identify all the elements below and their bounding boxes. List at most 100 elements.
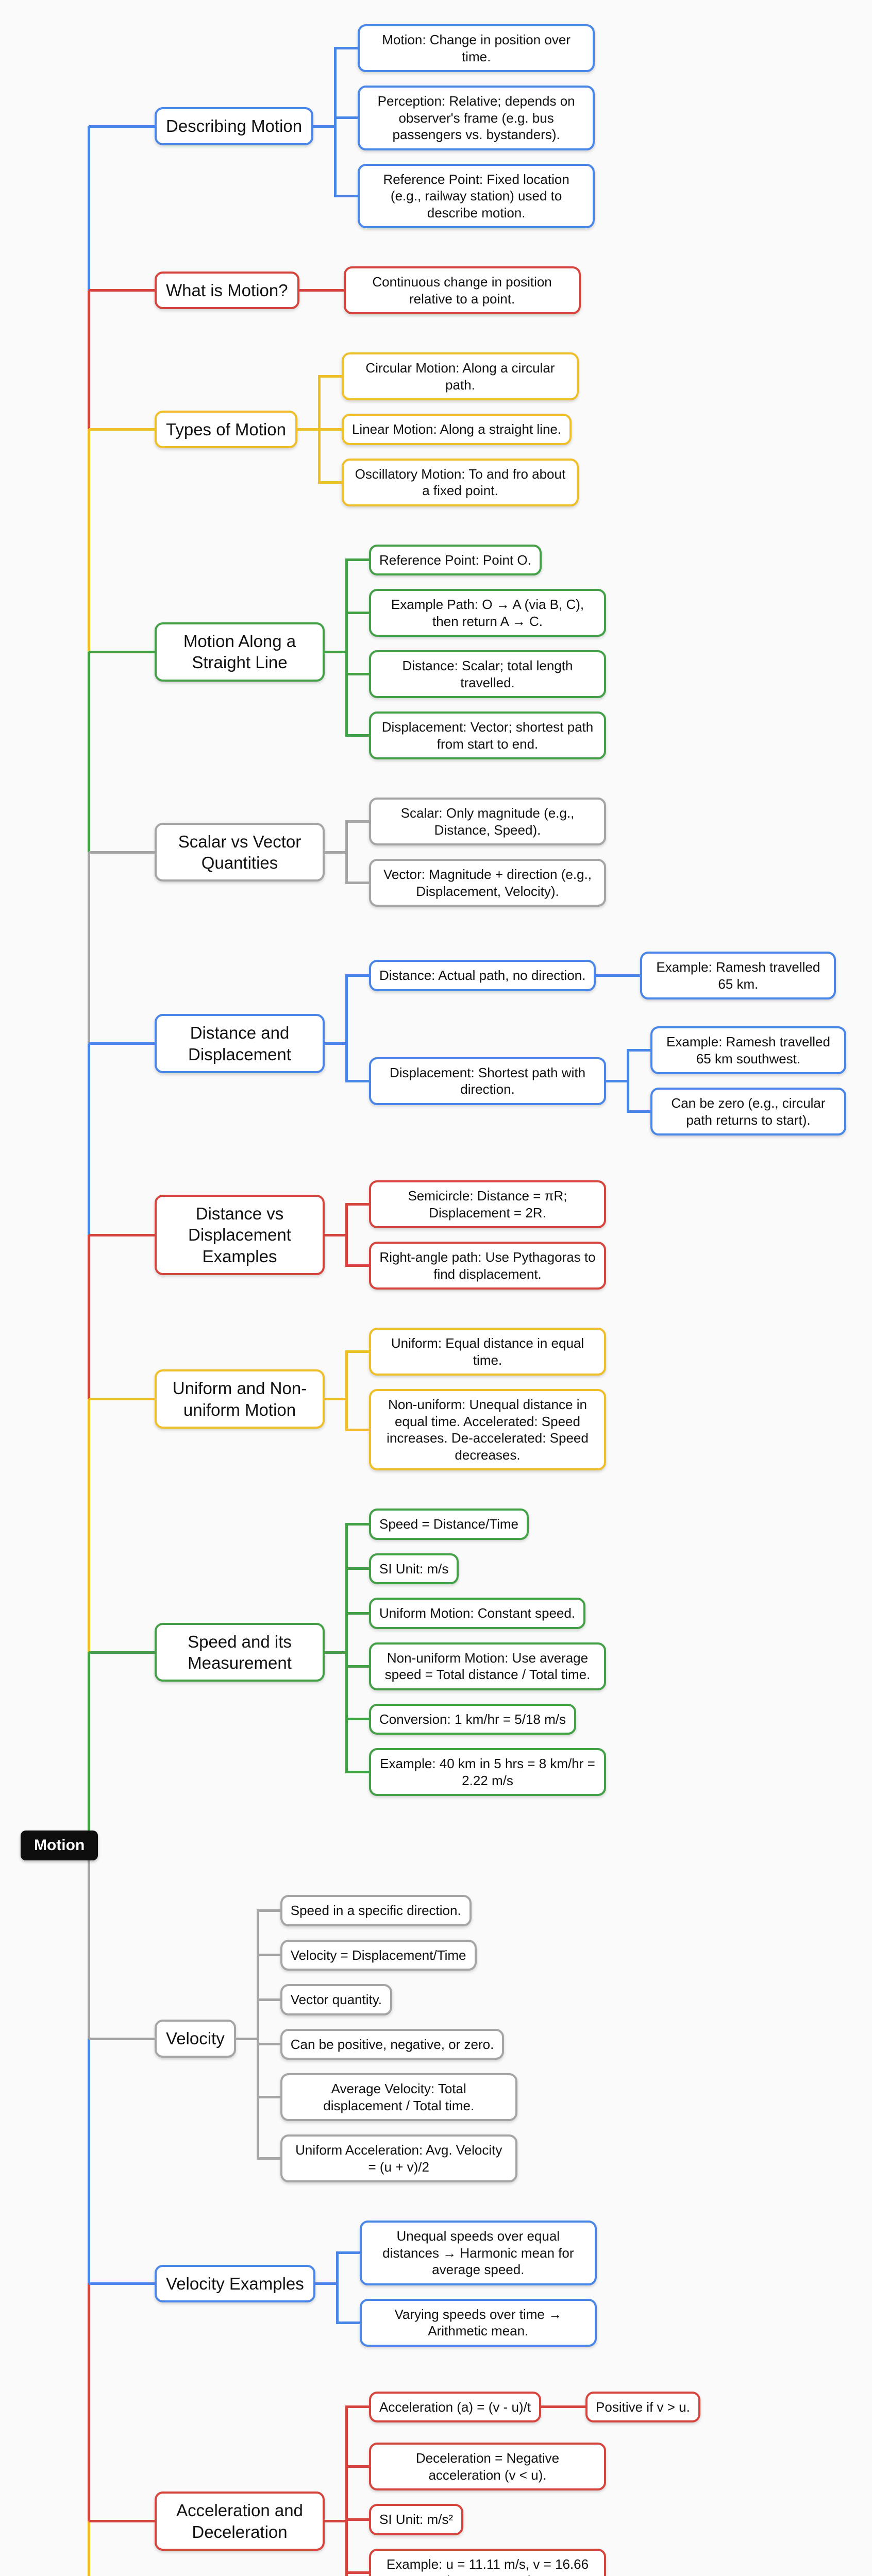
child-node: Displacement: Shortest path with directi… (369, 1057, 606, 1105)
trunk-segment (88, 778, 90, 852)
branch-label-speed-and-measurement: Speed and its Measurement (155, 1622, 325, 1682)
branch-label-velocity-examples: Velocity Examples (155, 2264, 315, 2302)
child-node: Semicircle: Distance = πR; Displacement … (369, 1180, 606, 1228)
trunk-segment (88, 852, 90, 926)
root-node-motion: Motion (21, 1831, 98, 1860)
child-row: Oscillatory Motion: To and fro about a f… (317, 451, 579, 513)
child-row: Perception: Relative; depends on observe… (334, 79, 595, 157)
child-row: Uniform: Equal distance in equal time. (345, 1321, 606, 1382)
child-node: Speed = Distance/Time (369, 1509, 529, 1540)
trunk-segment (88, 2365, 90, 2521)
child-row: SI Unit: m/s² (345, 2497, 700, 2542)
branch-label-velocity: Velocity (155, 2020, 236, 2058)
trunk-segment (88, 926, 90, 1044)
trunk-segment (88, 2039, 90, 2201)
trunk-segment (88, 2521, 90, 2576)
child-row: Non-uniform: Unequal distance in equal t… (345, 1382, 606, 1477)
trunk-segment (88, 2201, 90, 2284)
child-row: Can be positive, negative, or zero. (256, 2022, 517, 2067)
child-node: Acceleration (a) = (v - u)/t (369, 2391, 542, 2422)
connector (325, 1233, 345, 1236)
grandchild-row: Example: Ramesh travelled 65 km southwes… (627, 1020, 846, 1081)
grandchild-row: Example: Ramesh travelled 65 km. (616, 945, 836, 1006)
connector (236, 2037, 257, 2040)
child-row: Example: u = 11.11 m/s, v = 16.66 m/s, a… (345, 2541, 700, 2576)
child-node: Velocity = Displacement/Time (280, 1939, 477, 1971)
child-node: Example: 40 km in 5 hrs = 8 km/hr = 2.22… (369, 1748, 606, 1796)
child-node: Vector: Magnitude + direction (e.g., Dis… (369, 859, 606, 907)
branch-label-motion-along-straight-line: Motion Along a Straight Line (155, 622, 325, 682)
child-row: Average Velocity: Total displacement / T… (256, 2066, 517, 2128)
grandchild-row: Positive if v > u. (562, 2385, 700, 2430)
child-row: Varying speeds over time → Arithmetic me… (336, 2292, 597, 2353)
branch-distance-vs-displacement-examples: Distance vs Displacement Examples Semici… (0, 1161, 872, 1309)
child-node: Can be positive, negative, or zero. (280, 2028, 505, 2060)
child-row: Right-angle path: Use Pythagoras to find… (345, 1235, 606, 1296)
child-row: Reference Point: Fixed location (e.g., r… (334, 157, 595, 235)
trunk-segment (88, 126, 90, 247)
grandchild-node: Example: Ramesh travelled 65 km southwes… (650, 1026, 846, 1074)
child-row: Speed in a specific direction. (256, 1888, 517, 1933)
child-node: Displacement: Vector; shortest path from… (369, 711, 606, 759)
branch-label-scalar-vs-vector: Scalar vs Vector Quantities (155, 822, 325, 882)
child-row: Uniform Motion: Constant speed. (345, 1591, 606, 1636)
child-node: Example: u = 11.11 m/s, v = 16.66 m/s, a… (369, 2548, 606, 2576)
branch-uniform-and-non-uniform: Uniform and Non-uniform Motion Uniform: … (0, 1309, 872, 1489)
connector (325, 1398, 345, 1400)
connector (325, 2520, 345, 2522)
child-node: Vector quantity. (280, 1984, 393, 2015)
branch-label-distance-and-displacement: Distance and Displacement (155, 1014, 325, 1073)
child-node: Motion: Change in position over time. (358, 24, 595, 72)
child-row: Non-uniform Motion: Use average speed = … (345, 1635, 606, 1697)
branch-label-types-of-motion: Types of Motion (155, 410, 297, 448)
child-node: Distance: Actual path, no direction. (369, 960, 596, 991)
trunk-segment (88, 1489, 90, 1652)
root-row: Motion (0, 1815, 872, 1876)
trunk-segment (88, 652, 90, 778)
child-node: SI Unit: m/s² (369, 2504, 464, 2535)
branch-label-describing-motion: Describing Motion (155, 107, 314, 145)
branch-describing-motion: Describing Motion Motion: Change in posi… (0, 5, 872, 247)
child-row: Semicircle: Distance = πR; Displacement … (345, 1174, 606, 1235)
child-node: Uniform: Equal distance in equal time. (369, 1328, 606, 1376)
child-node: Perception: Relative; depends on observe… (358, 86, 595, 150)
branch-label-uniform-and-non-uniform: Uniform and Non-uniform Motion (155, 1369, 325, 1429)
branch-what-is-motion: What is Motion? Continuous change in pos… (0, 247, 872, 333)
connector (325, 851, 345, 854)
child-node: Circular Motion: Along a circular path. (341, 352, 579, 400)
trunk-segment (88, 2283, 90, 2366)
child-node: Example Path: O → A (via B, C), then ret… (369, 589, 606, 637)
child-node: Conversion: 1 km/hr = 5/18 m/s (369, 1703, 576, 1735)
child-row: Vector: Magnitude + direction (e.g., Dis… (345, 852, 606, 913)
connector (606, 1079, 627, 1082)
child-row: Speed = Distance/Time (345, 1502, 606, 1547)
child-node: Uniform Acceleration: Avg. Velocity = (u… (280, 2134, 517, 2182)
child-node: Right-angle path: Use Pythagoras to find… (369, 1242, 606, 1290)
connector (315, 2282, 336, 2285)
trunk-segment (88, 290, 90, 333)
child-node: Distance: Scalar; total length travelled… (369, 650, 606, 698)
child-row: Distance: Actual path, no direction. Exa… (345, 938, 846, 1013)
child-row: Example Path: O → A (via B, C), then ret… (345, 582, 606, 643)
child-row: Reference Point: Point O. (345, 538, 606, 583)
branch-motion-along-straight-line: Motion Along a Straight Line Reference P… (0, 525, 872, 778)
child-node: Unequal speeds over equal distances → Ha… (359, 2221, 597, 2285)
child-node: Varying speeds over time → Arithmetic me… (359, 2298, 597, 2347)
branch-label-distance-vs-displacement-examples: Distance vs Displacement Examples (155, 1195, 325, 1275)
child-row: Displacement: Shortest path with directi… (345, 1013, 846, 1149)
trunk-segment (88, 1845, 90, 1876)
connector (313, 125, 334, 128)
branch-velocity: Velocity Speed in a specific direction. … (0, 1876, 872, 2201)
child-row: Circular Motion: Along a circular path. (317, 346, 579, 407)
trunk-segment (88, 1043, 90, 1161)
trunk-segment (88, 333, 90, 430)
child-row: SI Unit: m/s (345, 1546, 606, 1591)
child-node: Speed in a specific direction. (280, 1895, 472, 1926)
child-node: Linear Motion: Along a straight line. (341, 414, 572, 445)
connector (541, 2405, 562, 2409)
connector (325, 1651, 345, 1654)
child-node: Deceleration = Negative acceleration (v … (369, 2443, 606, 2490)
child-node: Continuous change in position relative t… (343, 266, 581, 314)
child-row: Example: 40 km in 5 hrs = 8 km/hr = 2.22… (345, 1741, 606, 1803)
